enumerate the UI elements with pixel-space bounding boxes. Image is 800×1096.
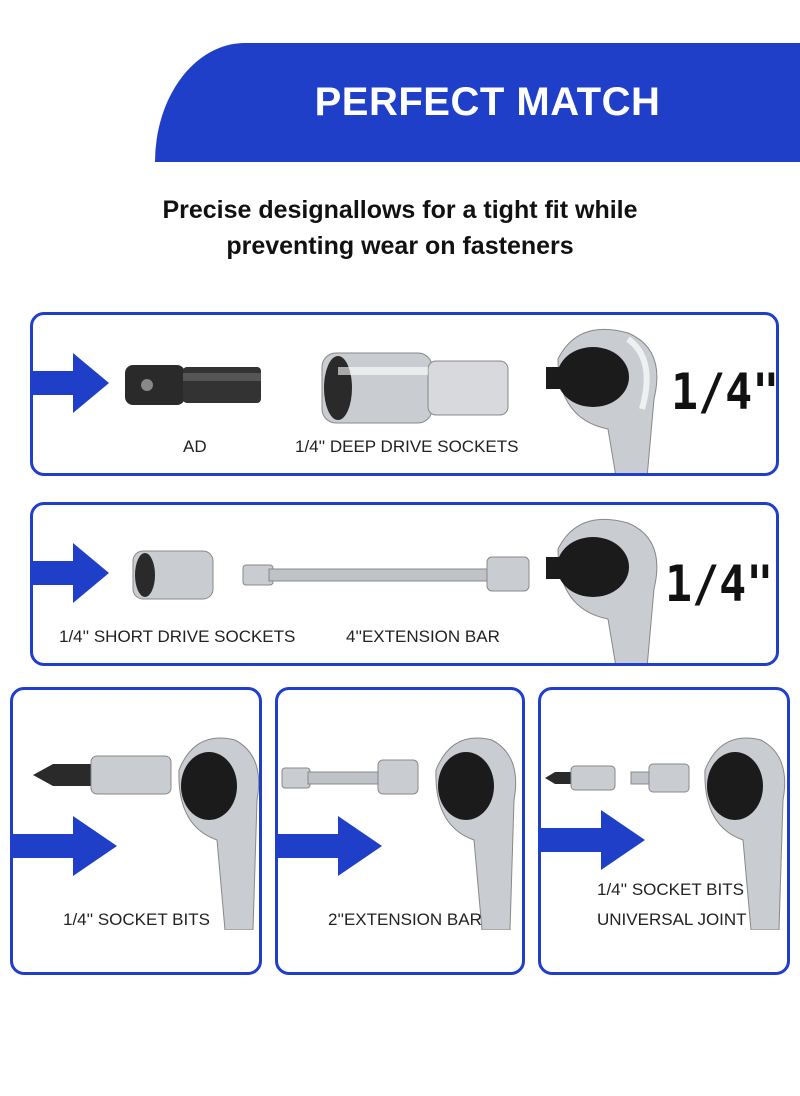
size-label: 1/4" <box>665 555 774 613</box>
item-label: 1/4'' SHORT DRIVE SOCKETS <box>59 627 296 646</box>
subtitle-line-2: preventing wear on fasteners <box>226 232 574 260</box>
header-banner: PERFECT MATCH <box>155 43 800 162</box>
socket-icon <box>132 550 214 600</box>
bit-icon <box>545 763 690 793</box>
right-arrow-icon <box>278 816 382 876</box>
size-label: 1/4" <box>671 363 779 421</box>
adapter-icon <box>125 365 261 405</box>
panel-socket-bits: 1/4'' SOCKET BITS <box>10 687 262 975</box>
panel-deep-sockets: 1/4" AD 1/4'' DEEP DRIVE SOCKETS <box>30 312 779 476</box>
item-label: 1/4'' SOCKET BITS <box>63 910 210 929</box>
item-label: 1/4'' SOCKET BITS <box>597 880 744 899</box>
extension-bar-icon <box>242 556 530 592</box>
ratchet-icon <box>704 737 786 930</box>
panel-universal-joint: 1/4'' SOCKET BITS UNIVERSAL JOINT <box>538 687 790 975</box>
ratchet-icon <box>546 328 658 473</box>
item-label: 2''EXTENSION BAR <box>328 910 482 929</box>
page-title: PERFECT MATCH <box>314 80 661 124</box>
right-arrow-icon <box>33 353 109 413</box>
item-label: UNIVERSAL JOINT <box>597 910 747 929</box>
right-arrow-icon <box>541 810 645 870</box>
subtitle: Precise designallows for a tight fit whi… <box>0 192 800 264</box>
ratchet-icon <box>546 518 658 663</box>
socket-icon <box>321 352 509 424</box>
ratchet-icon <box>435 737 517 930</box>
right-arrow-icon <box>33 543 109 603</box>
subtitle-line-1: Precise designallows for a tight fit whi… <box>162 196 638 224</box>
right-arrow-icon <box>13 816 117 876</box>
ratchet-icon <box>178 737 259 930</box>
item-label: 1/4'' DEEP DRIVE SOCKETS <box>295 437 519 456</box>
item-label: AD <box>183 437 207 456</box>
panel-extension-bar: 2''EXTENSION BAR <box>275 687 525 975</box>
item-label: 4''EXTENSION BAR <box>346 627 500 646</box>
panel-short-sockets: 1/4" 1/4'' SHORT DRIVE SOCKETS 4''EXTENS… <box>30 502 779 666</box>
extension-bar-icon <box>281 759 419 795</box>
bit-icon <box>33 755 172 795</box>
